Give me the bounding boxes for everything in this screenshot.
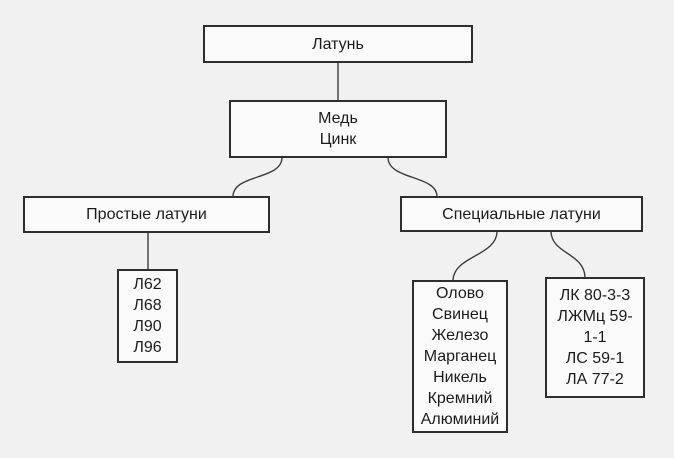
node-special-brasses-label: Специальные латуни [442, 205, 601, 223]
node-copper-zinc-label: Медь Цинк [318, 110, 358, 148]
node-copper-zinc: Медь Цинк [229, 100, 447, 158]
node-simple-brasses: Простые латуни [23, 196, 270, 233]
node-brass-label: Латунь [312, 35, 364, 53]
node-simple-grades: Л62 Л68 Л90 Л96 [117, 269, 178, 363]
node-simple-brasses-label: Простые латуни [86, 206, 207, 223]
node-special-grades-label: ЛК 80-3-3 ЛЖМц 59-1-1 ЛС 59-1 ЛА 77-2 [557, 287, 633, 388]
connector-copper-zinc-to-simple [232, 157, 283, 197]
node-special-brasses: Специальные латуни [400, 196, 643, 232]
connector-copper-zinc-to-special [387, 157, 438, 197]
node-brass: Латунь [203, 25, 473, 63]
connector-special-to-elements [452, 231, 498, 281]
node-alloying-elements: Олово Свинец Железо Марганец Никель Крем… [412, 280, 508, 433]
node-simple-grades-label: Л62 Л68 Л90 Л96 [133, 276, 162, 356]
node-alloying-elements-label: Олово Свинец Железо Марганец Никель Крем… [420, 285, 500, 428]
connector-special-to-grades [550, 231, 586, 278]
node-special-grades: ЛК 80-3-3 ЛЖМц 59-1-1 ЛС 59-1 ЛА 77-2 [545, 277, 645, 398]
